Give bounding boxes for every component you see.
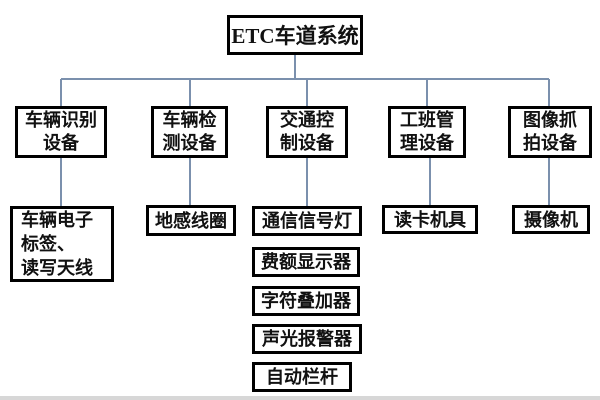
node-traffic-control: 交通控 制设备	[266, 106, 348, 158]
node-shift-management: 工班管 理设备	[388, 106, 466, 158]
connector-branch-5	[548, 158, 550, 206]
node-vehicle-tag-antenna: 车辆电子 标签、 读写天线	[10, 206, 114, 282]
node-root-etc-lane-system: ETC车道系统	[227, 15, 363, 55]
node-sound-light-alarm: 声光报警器	[252, 324, 362, 354]
node-vehicle-detection: 车辆检 测设备	[151, 106, 228, 158]
connector-branch-3	[306, 158, 308, 206]
node-card-reader: 读卡机具	[382, 205, 478, 234]
connector-branch-1	[60, 158, 62, 206]
connector-branch-2	[189, 158, 191, 206]
node-signal-light: 通信信号灯	[252, 206, 362, 236]
bottom-edge-artifact	[0, 396, 600, 400]
connector-drop-5	[548, 79, 550, 106]
node-character-overlay: 字符叠加器	[252, 286, 360, 316]
connector-branch-4	[429, 158, 431, 206]
connector-root-down	[294, 55, 296, 79]
node-ground-induction-coil: 地感线圈	[146, 205, 236, 236]
connector-drop-3	[306, 79, 308, 106]
connector-drop-1	[60, 79, 62, 106]
connector-drop-4	[426, 79, 428, 106]
connector-drop-2	[189, 79, 191, 106]
connector-main-horizontal	[61, 78, 549, 80]
node-image-capture: 图像抓 拍设备	[508, 106, 592, 158]
node-toll-display: 费额显示器	[252, 247, 360, 277]
node-auto-barrier: 自动栏杆	[252, 362, 352, 392]
node-camera: 摄像机	[512, 205, 590, 234]
node-vehicle-identification: 车辆识别 设备	[15, 106, 107, 158]
